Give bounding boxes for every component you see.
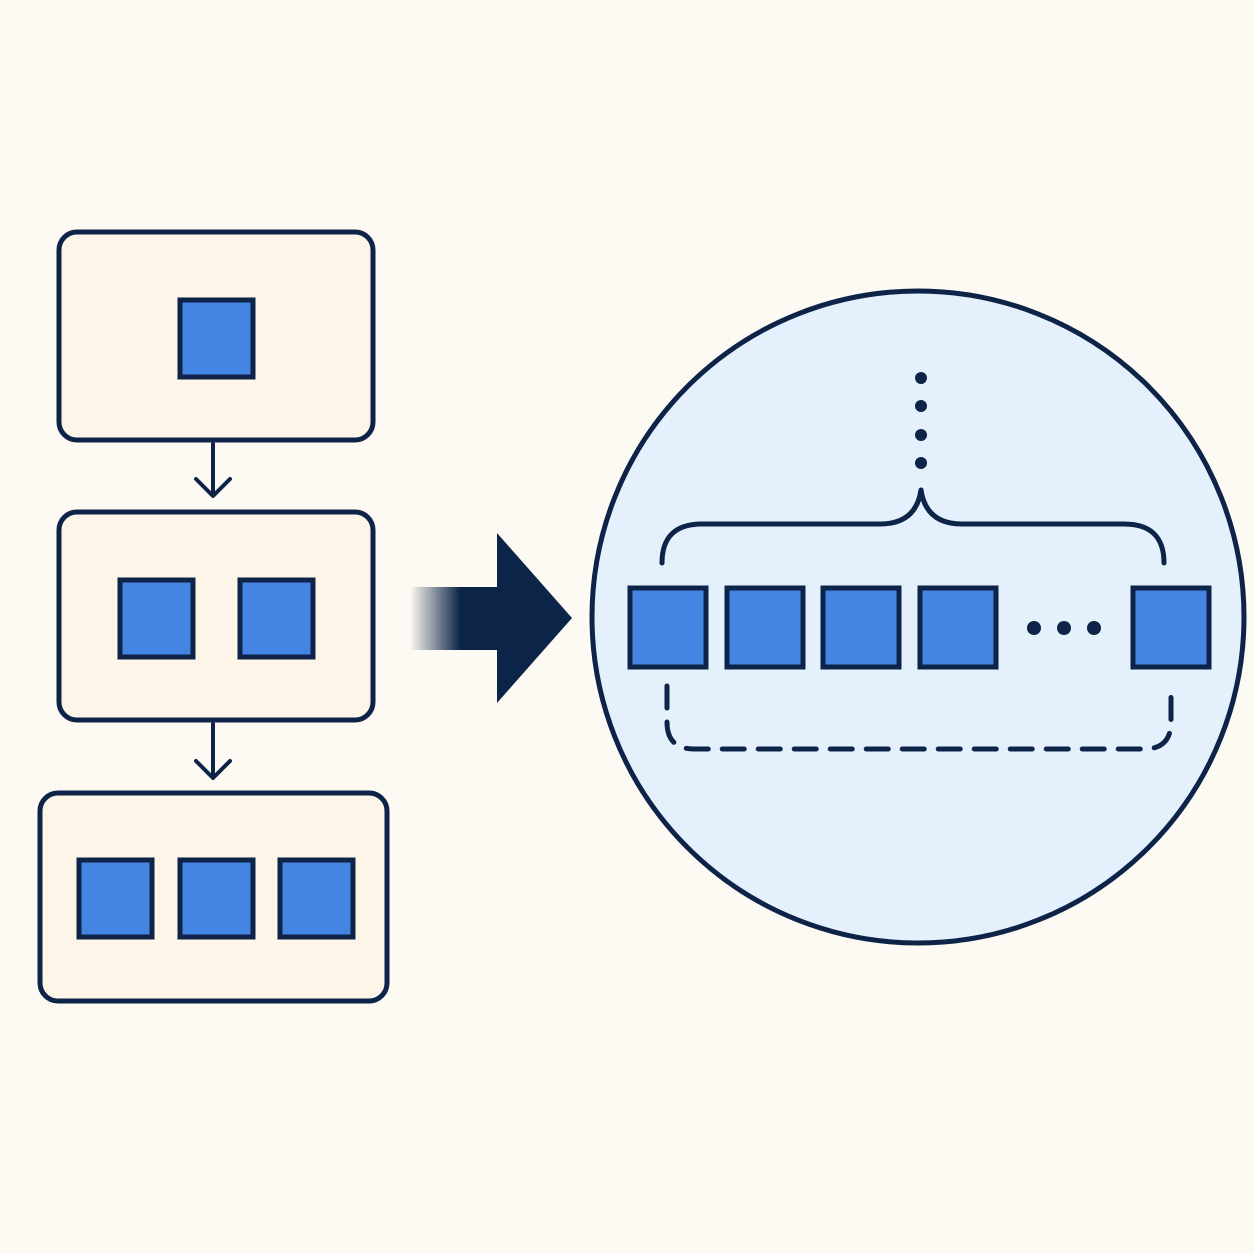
- sequence-block-3: [820, 585, 902, 670]
- stage-3-block-1: [76, 857, 155, 940]
- ellipsis-icon: [1027, 621, 1101, 635]
- stage-2-box: [56, 509, 376, 723]
- stage-3-block-2: [177, 857, 256, 940]
- zoom-circle: [589, 288, 1247, 946]
- down-arrow-1-icon: [194, 442, 232, 498]
- sequence-block-2: [724, 585, 806, 670]
- stage-1-block-1: [177, 297, 256, 380]
- stage-2-block-2: [237, 577, 316, 660]
- curly-brace-icon: [659, 487, 1167, 566]
- transition-arrow-head: [497, 533, 572, 703]
- sequence-block-1: [627, 585, 709, 670]
- transition-arrow-icon: [410, 533, 572, 703]
- stage-3-block-3: [277, 857, 356, 940]
- stage-2-block-1: [117, 577, 196, 660]
- dashed-bracket-icon: [664, 683, 1174, 752]
- stage-1: [56, 229, 376, 443]
- stage-2: [56, 509, 376, 723]
- sequence-block-4: [917, 585, 999, 670]
- vertical-dots-icon: [915, 372, 927, 469]
- sequence-block-last: [1130, 585, 1212, 670]
- down-arrow-2-icon: [194, 722, 232, 780]
- stage-3: [37, 790, 390, 1004]
- transition-arrow-shaft: [410, 587, 502, 650]
